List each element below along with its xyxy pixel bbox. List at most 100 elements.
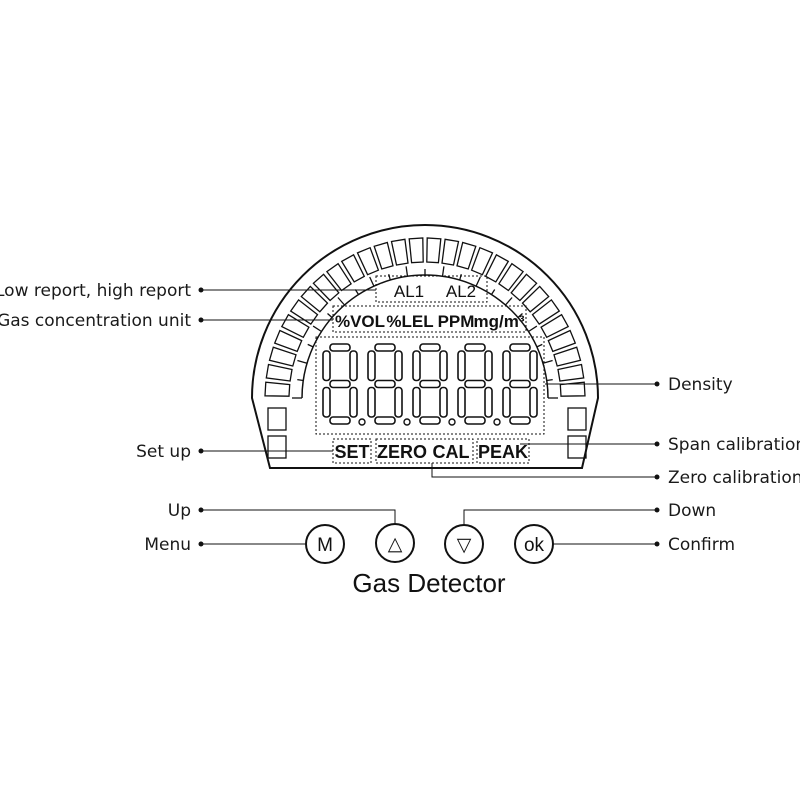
callout-zero-calibration: Zero calibration (668, 468, 800, 488)
callout-confirm: Confirm (668, 535, 735, 555)
bar-segment (340, 253, 366, 283)
scale-tick (327, 313, 333, 318)
bar-segment (264, 381, 291, 397)
scale-tick (475, 276, 481, 287)
ok-button-label: ok (524, 535, 545, 556)
up-button[interactable]: △ (375, 523, 415, 563)
bar-segment (559, 381, 586, 397)
bar-segment (312, 273, 340, 302)
alarm-al2-label: AL2 (446, 282, 476, 301)
bar-segment (280, 313, 310, 339)
bar-segment (456, 241, 477, 270)
callout-set-up: Set up (136, 442, 191, 462)
bar-segment (470, 246, 494, 276)
callout-gas-unit: Gas concentration unit (0, 311, 191, 331)
decimal-point (448, 418, 456, 426)
scale-tick (297, 359, 308, 364)
bar-segment (521, 285, 550, 313)
scale-tick (542, 359, 553, 364)
scale-tick (528, 325, 538, 333)
callout-up: Up (168, 501, 191, 521)
mode-zero-cal-box (375, 438, 474, 464)
bar-segment (408, 237, 424, 264)
scale-tick (459, 274, 462, 281)
mode-peak-box (476, 438, 530, 464)
ok-button[interactable]: ok (514, 524, 554, 564)
down-arrow-icon: ▽ (457, 535, 472, 556)
bar-segment (567, 435, 587, 459)
seven-segment-digit (502, 343, 538, 425)
bar-segment (268, 346, 297, 367)
scale-tick (405, 266, 409, 277)
scale-tick (505, 297, 513, 306)
mode-zero-label: ZERO (377, 442, 427, 462)
mode-set-label: SET (334, 442, 369, 462)
bar-segment (553, 346, 582, 367)
scale-ticks (292, 266, 558, 399)
decimal-point (358, 418, 366, 426)
scale-tick (490, 289, 496, 295)
bar-segment (267, 435, 287, 459)
bar-segment (484, 253, 510, 283)
scale-tick (517, 313, 523, 318)
scale-tick (536, 343, 543, 348)
bar-segment (540, 313, 570, 339)
device-title: Gas Detector (352, 568, 506, 598)
leader-dots (198, 287, 660, 547)
bar-segment (557, 363, 585, 382)
bar-segment (426, 237, 442, 264)
up-arrow-icon: △ (388, 534, 403, 555)
seven-segment-digit (322, 343, 366, 426)
bar-segment (300, 285, 329, 313)
mode-cal-label: CAL (433, 442, 470, 462)
alarm-indicator-box (375, 275, 488, 303)
bar-segment (531, 298, 561, 325)
scale-tick (307, 343, 314, 348)
scale-tick (297, 378, 304, 382)
bar-segment (273, 329, 303, 353)
decimal-point (493, 418, 501, 426)
bar-segment (267, 407, 287, 431)
unit-ppm-label: PPM (438, 312, 475, 331)
scale-tick (312, 325, 322, 333)
bar-segment (567, 407, 587, 431)
digit-display-box (315, 336, 545, 435)
bar-segment (265, 363, 293, 382)
callout-down: Down (668, 501, 716, 521)
seven-segment-digit (367, 343, 411, 426)
callout-density: Density (668, 375, 733, 395)
seven-segment-digit (457, 343, 501, 426)
mode-peak-label: PEAK (478, 442, 528, 462)
menu-button-label: M (317, 535, 333, 556)
bar-segment (498, 262, 525, 292)
bar-graph-segments (264, 237, 587, 459)
callout-span-calibration: Span calibration (668, 435, 800, 455)
menu-button[interactable]: M (305, 524, 345, 564)
seven-segment-digit (412, 343, 456, 426)
bar-segment (390, 238, 409, 266)
bar-segment (441, 238, 460, 266)
leader-lines (203, 289, 655, 545)
bar-segment (356, 246, 380, 276)
scale-tick (388, 274, 391, 281)
bar-segment (547, 329, 577, 353)
alarm-al1-label: AL1 (394, 282, 424, 301)
unit-indicator-box (332, 305, 527, 333)
unit-vol-label: %VOL (335, 312, 385, 331)
bar-segment (373, 241, 394, 270)
bar-segment (510, 273, 538, 302)
unit-mgm3-label: mg/m³ (474, 312, 525, 331)
scale-tick (546, 378, 553, 382)
scale-tick (441, 266, 445, 277)
detector-housing (250, 224, 600, 469)
scale-tick (369, 276, 375, 287)
down-button[interactable]: ▽ (444, 524, 484, 564)
bar-segment (289, 298, 319, 325)
bar-segment (325, 262, 352, 292)
unit-lel-label: %LEL (386, 312, 433, 331)
decimal-point (403, 418, 411, 426)
scale-tick (337, 297, 345, 306)
callout-menu: Menu (144, 535, 191, 555)
seven-segment-digits (322, 343, 538, 426)
